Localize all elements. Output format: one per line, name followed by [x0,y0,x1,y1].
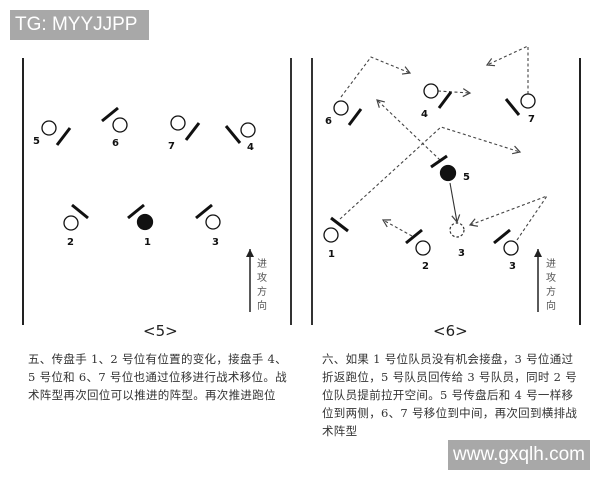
panel5-caption: 五、传盘手 1、2 号位有位置的变化，接盘手 4、5 号位和 6、7 号位也通过… [28,352,287,402]
svg-text:1: 1 [144,237,151,248]
svg-text:3: 3 [458,248,465,259]
svg-text:1: 1 [328,249,335,260]
svg-text:5: 5 [33,136,40,147]
cut-player-7 [485,45,529,94]
player-6: 6 [325,100,363,127]
cut-player-6 [340,56,412,98]
panel6-players: 6 4 7 5 1 2 [323,83,536,272]
player-2: 2 [405,228,431,272]
player-1-with-disc: 1 [127,203,154,248]
panel6-caption: 六、如果 1 号位队员没有机会接盘，3 号位通过折返跑位，5 号队员回传给 3 … [322,352,578,438]
svg-text:7: 7 [528,114,535,125]
svg-text:5: 5 [463,172,470,183]
cut-player-5-left [376,99,441,161]
svg-text:4: 4 [247,142,254,153]
player-6: 6 [101,106,128,149]
panel6-attack-direction-label: 进 攻 方 向 [546,259,556,312]
player-5: 5 [33,120,72,147]
svg-text:6: 6 [325,116,332,127]
player-2: 2 [63,203,89,248]
panel6-cuts [339,45,549,241]
player-3: 3 [493,228,519,272]
svg-text:2: 2 [67,237,74,248]
svg-text:3: 3 [212,237,219,248]
player-3: 3 [195,203,221,248]
panel6-label: <6> [433,322,468,340]
player-7: 7 [168,115,201,152]
player-4: 4 [224,122,256,153]
svg-text:2: 2 [422,261,429,272]
player-3-target-position: 3 [449,222,465,259]
watermark-bottom: www.gxqlh.com [448,440,590,470]
panel5-players: 5 6 7 4 2 1 [33,106,256,248]
svg-text:4: 4 [421,109,428,120]
player-5-with-disc: 5 [430,154,470,183]
cut-player-3 [468,194,549,241]
player-7: 7 [504,93,536,125]
player-1: 1 [323,216,349,260]
svg-text:3: 3 [509,261,516,272]
cut-player-4 [437,88,472,98]
pass-5-to-3 [449,182,461,224]
panel5-attack-direction-label: 进 攻 方 向 [257,259,267,312]
cut-player-1 [339,126,522,220]
svg-text:6: 6 [112,138,119,149]
player-4: 4 [421,83,453,120]
watermark-top: TG: MYYJJPP [10,10,149,40]
panel5-label: <5> [143,322,178,340]
cut-player-2 [381,219,413,237]
svg-text:7: 7 [168,141,175,152]
